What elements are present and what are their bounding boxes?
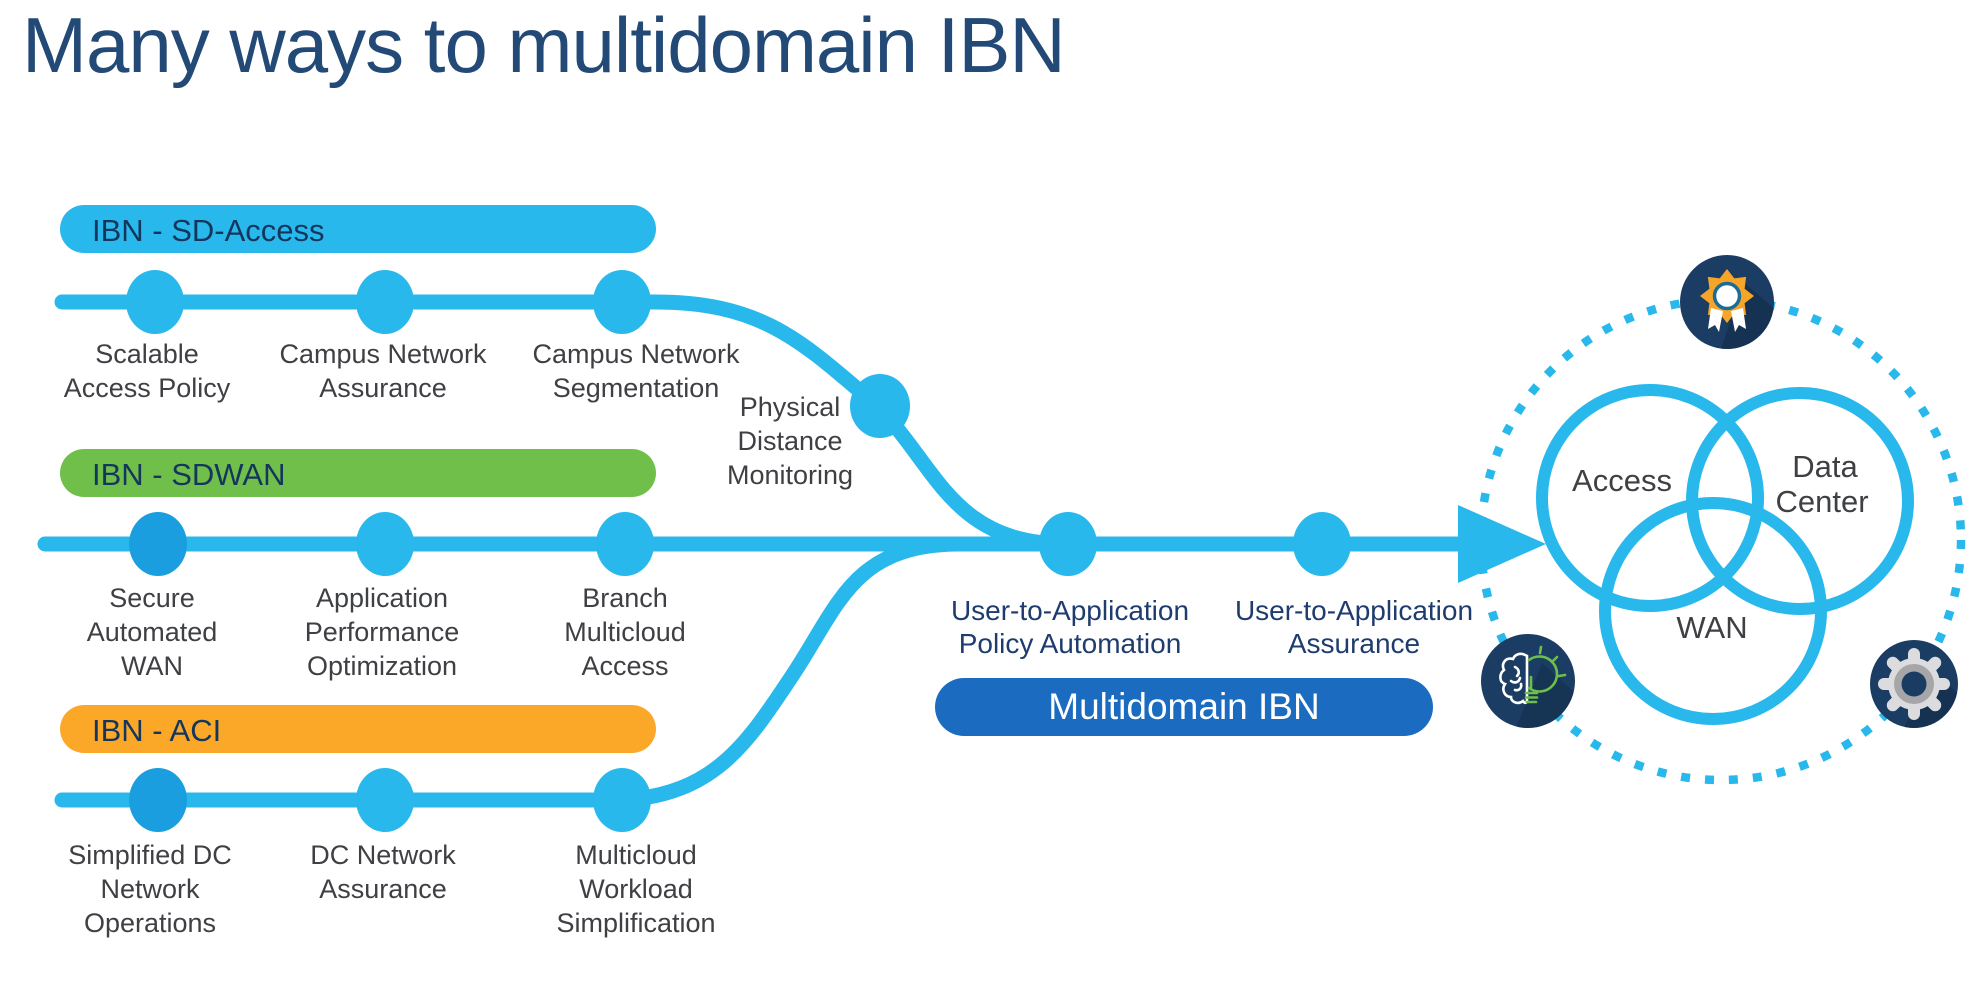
node-simplified-dc-network-operations (129, 768, 187, 832)
sd-access-pill (60, 205, 656, 253)
label-line: Performance (305, 617, 460, 647)
node-application-performance-optimization (356, 512, 414, 576)
label-line: Scalable (95, 339, 199, 369)
label-line: User-to-Application (951, 595, 1189, 626)
multidomain-ibn-pill (935, 678, 1433, 736)
label-line: Operations (84, 908, 216, 938)
label-line: Simplified DC (68, 840, 232, 870)
venn-label-wan: WAN (1676, 610, 1747, 645)
node-campus-network-assurance (356, 270, 414, 334)
label-line: Access (581, 651, 668, 681)
label-line: Monitoring (727, 460, 853, 490)
lightbulb-dome (1527, 655, 1559, 693)
lightbulb-base (1524, 691, 1539, 704)
aci-track-line (54, 536, 963, 808)
label-line: Campus Network (532, 339, 740, 369)
node-campus-network-segmentation (593, 270, 651, 334)
award-rosette-center (1712, 281, 1742, 311)
node-user-to-application-policy-automation (1039, 512, 1097, 576)
label-line: Automated (87, 617, 218, 647)
node-secure-automated-wan (129, 512, 187, 576)
brain-icon-shadow (1516, 663, 1575, 728)
sdwan-pill-label: IBN - SDWAN (92, 457, 285, 492)
label-line: Multicloud (564, 617, 686, 647)
venn-label-center: Center (1775, 484, 1868, 519)
gear-hole (1901, 671, 1927, 697)
brain-fold (1509, 676, 1522, 684)
sdwan-pill (60, 449, 656, 497)
lightbulb-rays (1538, 645, 1567, 678)
label-line: Assurance (1288, 628, 1420, 659)
label-line: Segmentation (553, 373, 720, 403)
node-dc-network-assurance (356, 768, 414, 832)
multidomain-ibn-pill-label: Multidomain IBN (1048, 686, 1319, 727)
brain-fold (1513, 665, 1521, 678)
label-line: Branch (582, 583, 668, 613)
label-line: DC Network (310, 840, 456, 870)
label-line: Assurance (319, 874, 447, 904)
label-line: Network (100, 874, 200, 904)
label-line: Workload (579, 874, 693, 904)
label-line: Optimization (307, 651, 457, 681)
label-line: Access Policy (64, 373, 231, 403)
label-line: Policy Automation (959, 628, 1182, 659)
label-line: Secure (109, 583, 195, 613)
award-ribbon-left (1708, 308, 1723, 332)
label-line: Simplification (556, 908, 715, 938)
label-line: Assurance (319, 373, 447, 403)
label-line: User-to-Application (1235, 595, 1473, 626)
access-domain-circle (1536, 384, 1764, 612)
aci-pill (60, 705, 656, 753)
label-line: Application (316, 583, 448, 613)
page-title: Many ways to multidomain IBN (22, 1, 1065, 89)
arrow-head (1458, 505, 1546, 583)
aci-pill-label: IBN - ACI (92, 713, 221, 748)
label-line: WAN (121, 651, 183, 681)
award-icon-shadow (1721, 282, 1774, 349)
sd-access-pill-label: IBN - SD-Access (92, 213, 325, 248)
label-line: Multicloud (575, 840, 697, 870)
node-user-to-application-assurance (1293, 512, 1351, 576)
label-line: Campus Network (279, 339, 487, 369)
brain-lightbulb-icon (1481, 634, 1575, 728)
venn-label-data: Data (1792, 449, 1858, 484)
venn-label-access: Access (1572, 463, 1672, 498)
wan-domain-circle (1599, 497, 1827, 725)
node-multicloud-workload-simplification (593, 768, 651, 832)
award-ribbon-right (1731, 308, 1746, 332)
brain-outline (1499, 652, 1529, 705)
label-line: Distance (737, 426, 842, 456)
node-physical-distance-monitoring (850, 374, 910, 438)
brain-fold (1513, 682, 1523, 692)
gear-icon (1870, 640, 1958, 728)
award-icon (1680, 255, 1774, 349)
label-line: Physical (740, 392, 841, 422)
node-branch-multicloud-access (596, 512, 654, 576)
node-scalable-access-policy (126, 270, 184, 334)
